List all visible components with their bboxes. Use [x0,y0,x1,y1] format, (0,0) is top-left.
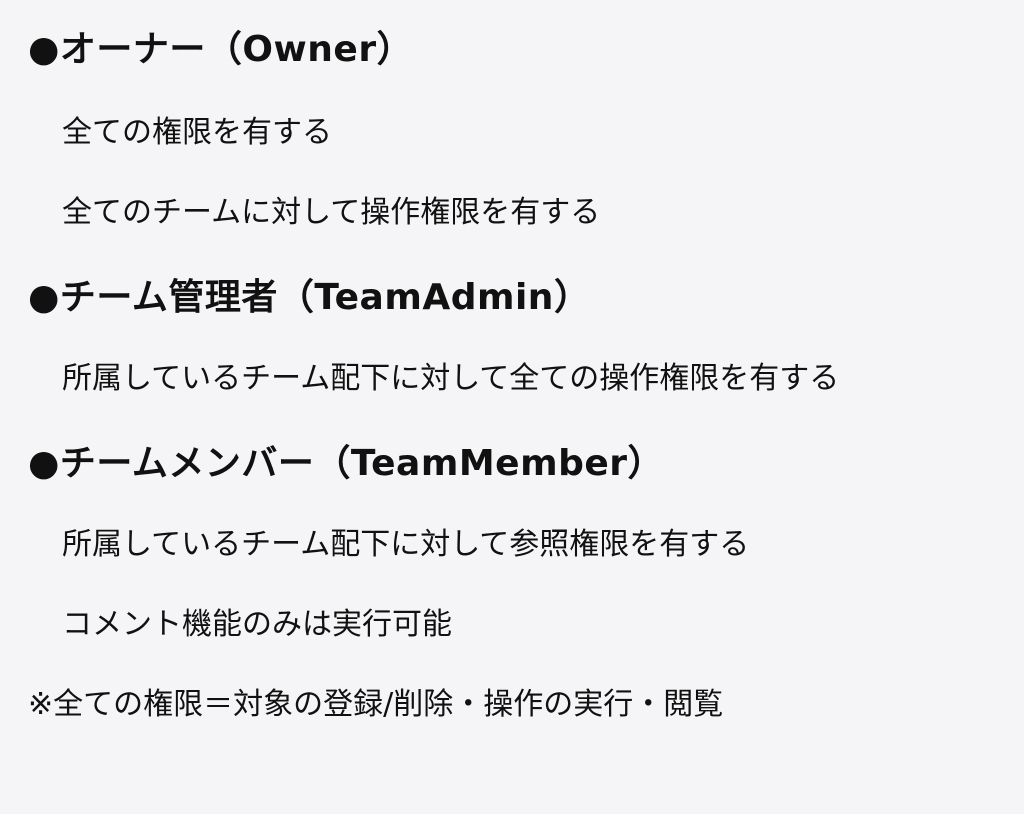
owner-permission-line: 全てのチームに対して操作権限を有する [62,195,601,230]
owner-permission-line: 全ての権限を有する [62,115,332,150]
team-member-permission-line: コメント機能のみは実行可能 [62,607,452,642]
team-member-heading: ●チームメンバー（TeamMember） [28,443,665,484]
footnote: ※全ての権限＝対象の登録/削除・操作の実行・閲覧 [28,687,724,722]
team-admin-heading: ●チーム管理者（TeamAdmin） [28,277,591,318]
owner-heading: ●オーナー（Owner） [28,29,414,70]
team-member-permission-line: 所属しているチーム配下に対して参照権限を有する [62,527,750,562]
team-admin-permission-line: 所属しているチーム配下に対して全ての操作権限を有する [62,361,840,396]
